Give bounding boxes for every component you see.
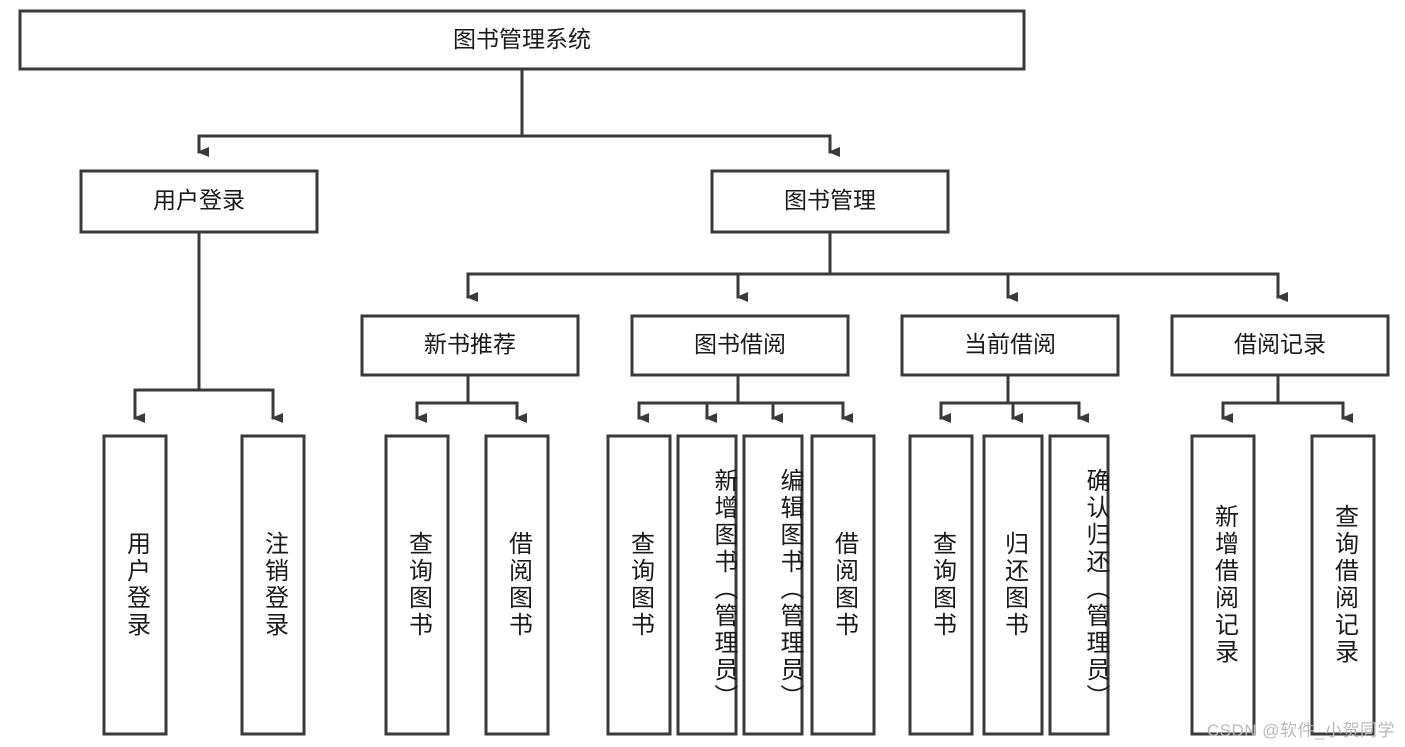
leaf-box-confirm-return-admin[interactable] [1048,434,1110,736]
node-book-manage-box[interactable] [710,169,950,234]
connector-group-root-to-level2 [197,67,840,157]
leaf-box-query-borrow-record[interactable] [1310,434,1376,736]
leaf-box-edit-book-admin[interactable] [742,434,804,736]
leaf-box-query-book-recommend[interactable] [384,434,450,736]
connector-group-book-borrow-to-leaves [637,373,853,423]
leaf-box-add-book-admin[interactable] [676,434,738,736]
leaf-box-add-borrow-record[interactable] [1190,434,1256,736]
node-book-manage-label: 图书管理 [784,187,876,213]
leaf-box-query-book-current[interactable] [908,434,974,736]
leaf-box-query-book-borrow[interactable] [606,434,672,736]
node-user-login[interactable]: 用户登录 [79,169,319,234]
node-borrow-record[interactable]: 借阅记录 [1170,314,1390,377]
node-root[interactable]: 图书管理系统 [18,9,1026,71]
node-new-book-recommend-label: 新书推荐 [424,331,516,357]
leaf-boxes [102,434,1376,736]
leaf-box-logout[interactable] [240,434,306,736]
connector-group-book-manage-to-level3 [466,230,1288,302]
connector-group-current-borrow-to-leaves [939,373,1089,423]
connector-group-user-login-to-leaves [133,230,283,423]
connector-group-borrow-record-to-leaves [1221,373,1353,423]
node-user-login-label: 用户登录 [153,187,245,213]
connector-group-new-book-recommend-to-leaves [415,373,527,423]
node-book-borrow-box[interactable] [630,314,850,377]
node-borrow-record-label: 借阅记录 [1234,331,1326,357]
node-root-box[interactable] [18,9,1026,71]
leaf-box-user-login[interactable] [102,434,168,736]
node-book-borrow[interactable]: 图书借阅 [630,314,850,377]
node-current-borrow-box[interactable] [900,314,1120,377]
node-user-login-box[interactable] [79,169,319,234]
node-current-borrow[interactable]: 当前借阅 [900,314,1120,377]
node-new-book-recommend-box[interactable] [360,314,580,377]
leaf-box-return-book[interactable] [982,434,1044,736]
node-new-book-recommend[interactable]: 新书推荐 [360,314,580,377]
leaf-box-borrow-book[interactable] [810,434,876,736]
node-book-manage[interactable]: 图书管理 [710,169,950,234]
node-book-borrow-label: 图书借阅 [694,331,786,357]
node-borrow-record-box[interactable] [1170,314,1390,377]
leaf-box-borrow-book-recommend[interactable] [484,434,550,736]
node-current-borrow-label: 当前借阅 [964,331,1056,357]
watermark-text: CSDN @软件_小贺同学 [1206,721,1395,740]
node-root-label: 图书管理系统 [453,26,591,52]
